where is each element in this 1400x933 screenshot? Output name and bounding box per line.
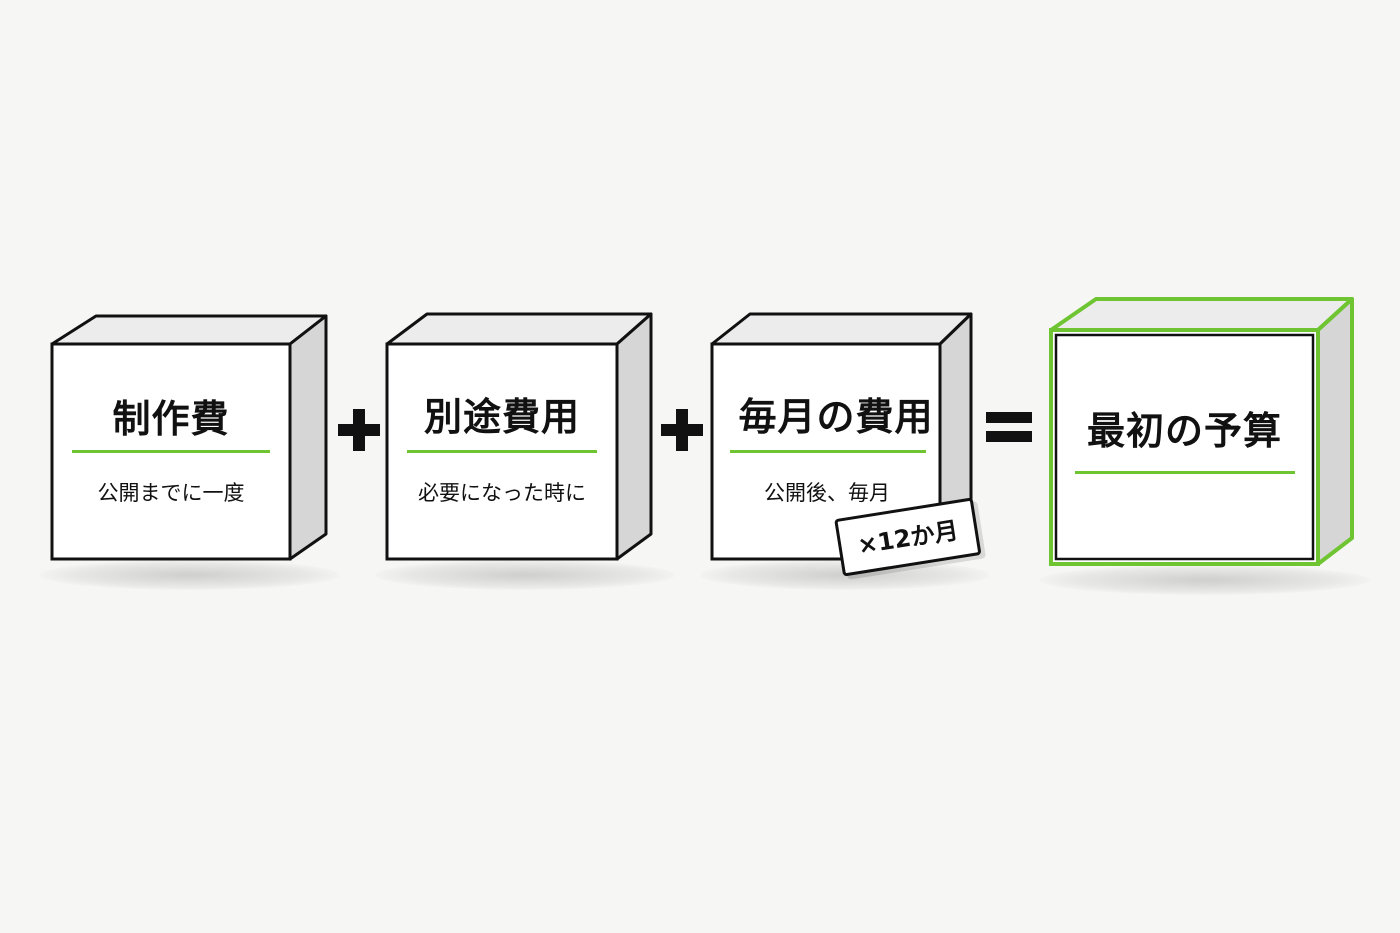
cube-initial-budget: 最初の予算 [1048,296,1356,568]
green-divider [72,450,270,453]
cube-shadow [1040,565,1370,595]
plus-operator [661,409,703,451]
cube-shadow [40,560,340,590]
box-title: 別途費用 [423,395,580,439]
cube-shadow [375,560,675,590]
box-title: 制作費 [112,397,230,441]
cube-additional-cost: 別途費用 必要になった時に [385,312,655,562]
equals-operator [986,412,1032,442]
box-subtitle: 公開までに一度 [97,481,245,505]
box-subtitle: 公開後、毎月 [764,481,890,505]
box-title: 最初の予算 [1086,409,1282,453]
box-title: 毎月の費用 [738,395,934,439]
green-divider [407,450,597,453]
cube-shape [1049,297,1354,566]
green-divider [730,450,926,453]
cube-monthly-cost: 毎月の費用 公開後、毎月 [710,312,975,562]
plus-operator [338,409,380,451]
green-divider [1075,471,1295,474]
cube-production-cost: 制作費 公開までに一度 [50,314,330,562]
box-subtitle: 必要になった時に [418,481,586,505]
